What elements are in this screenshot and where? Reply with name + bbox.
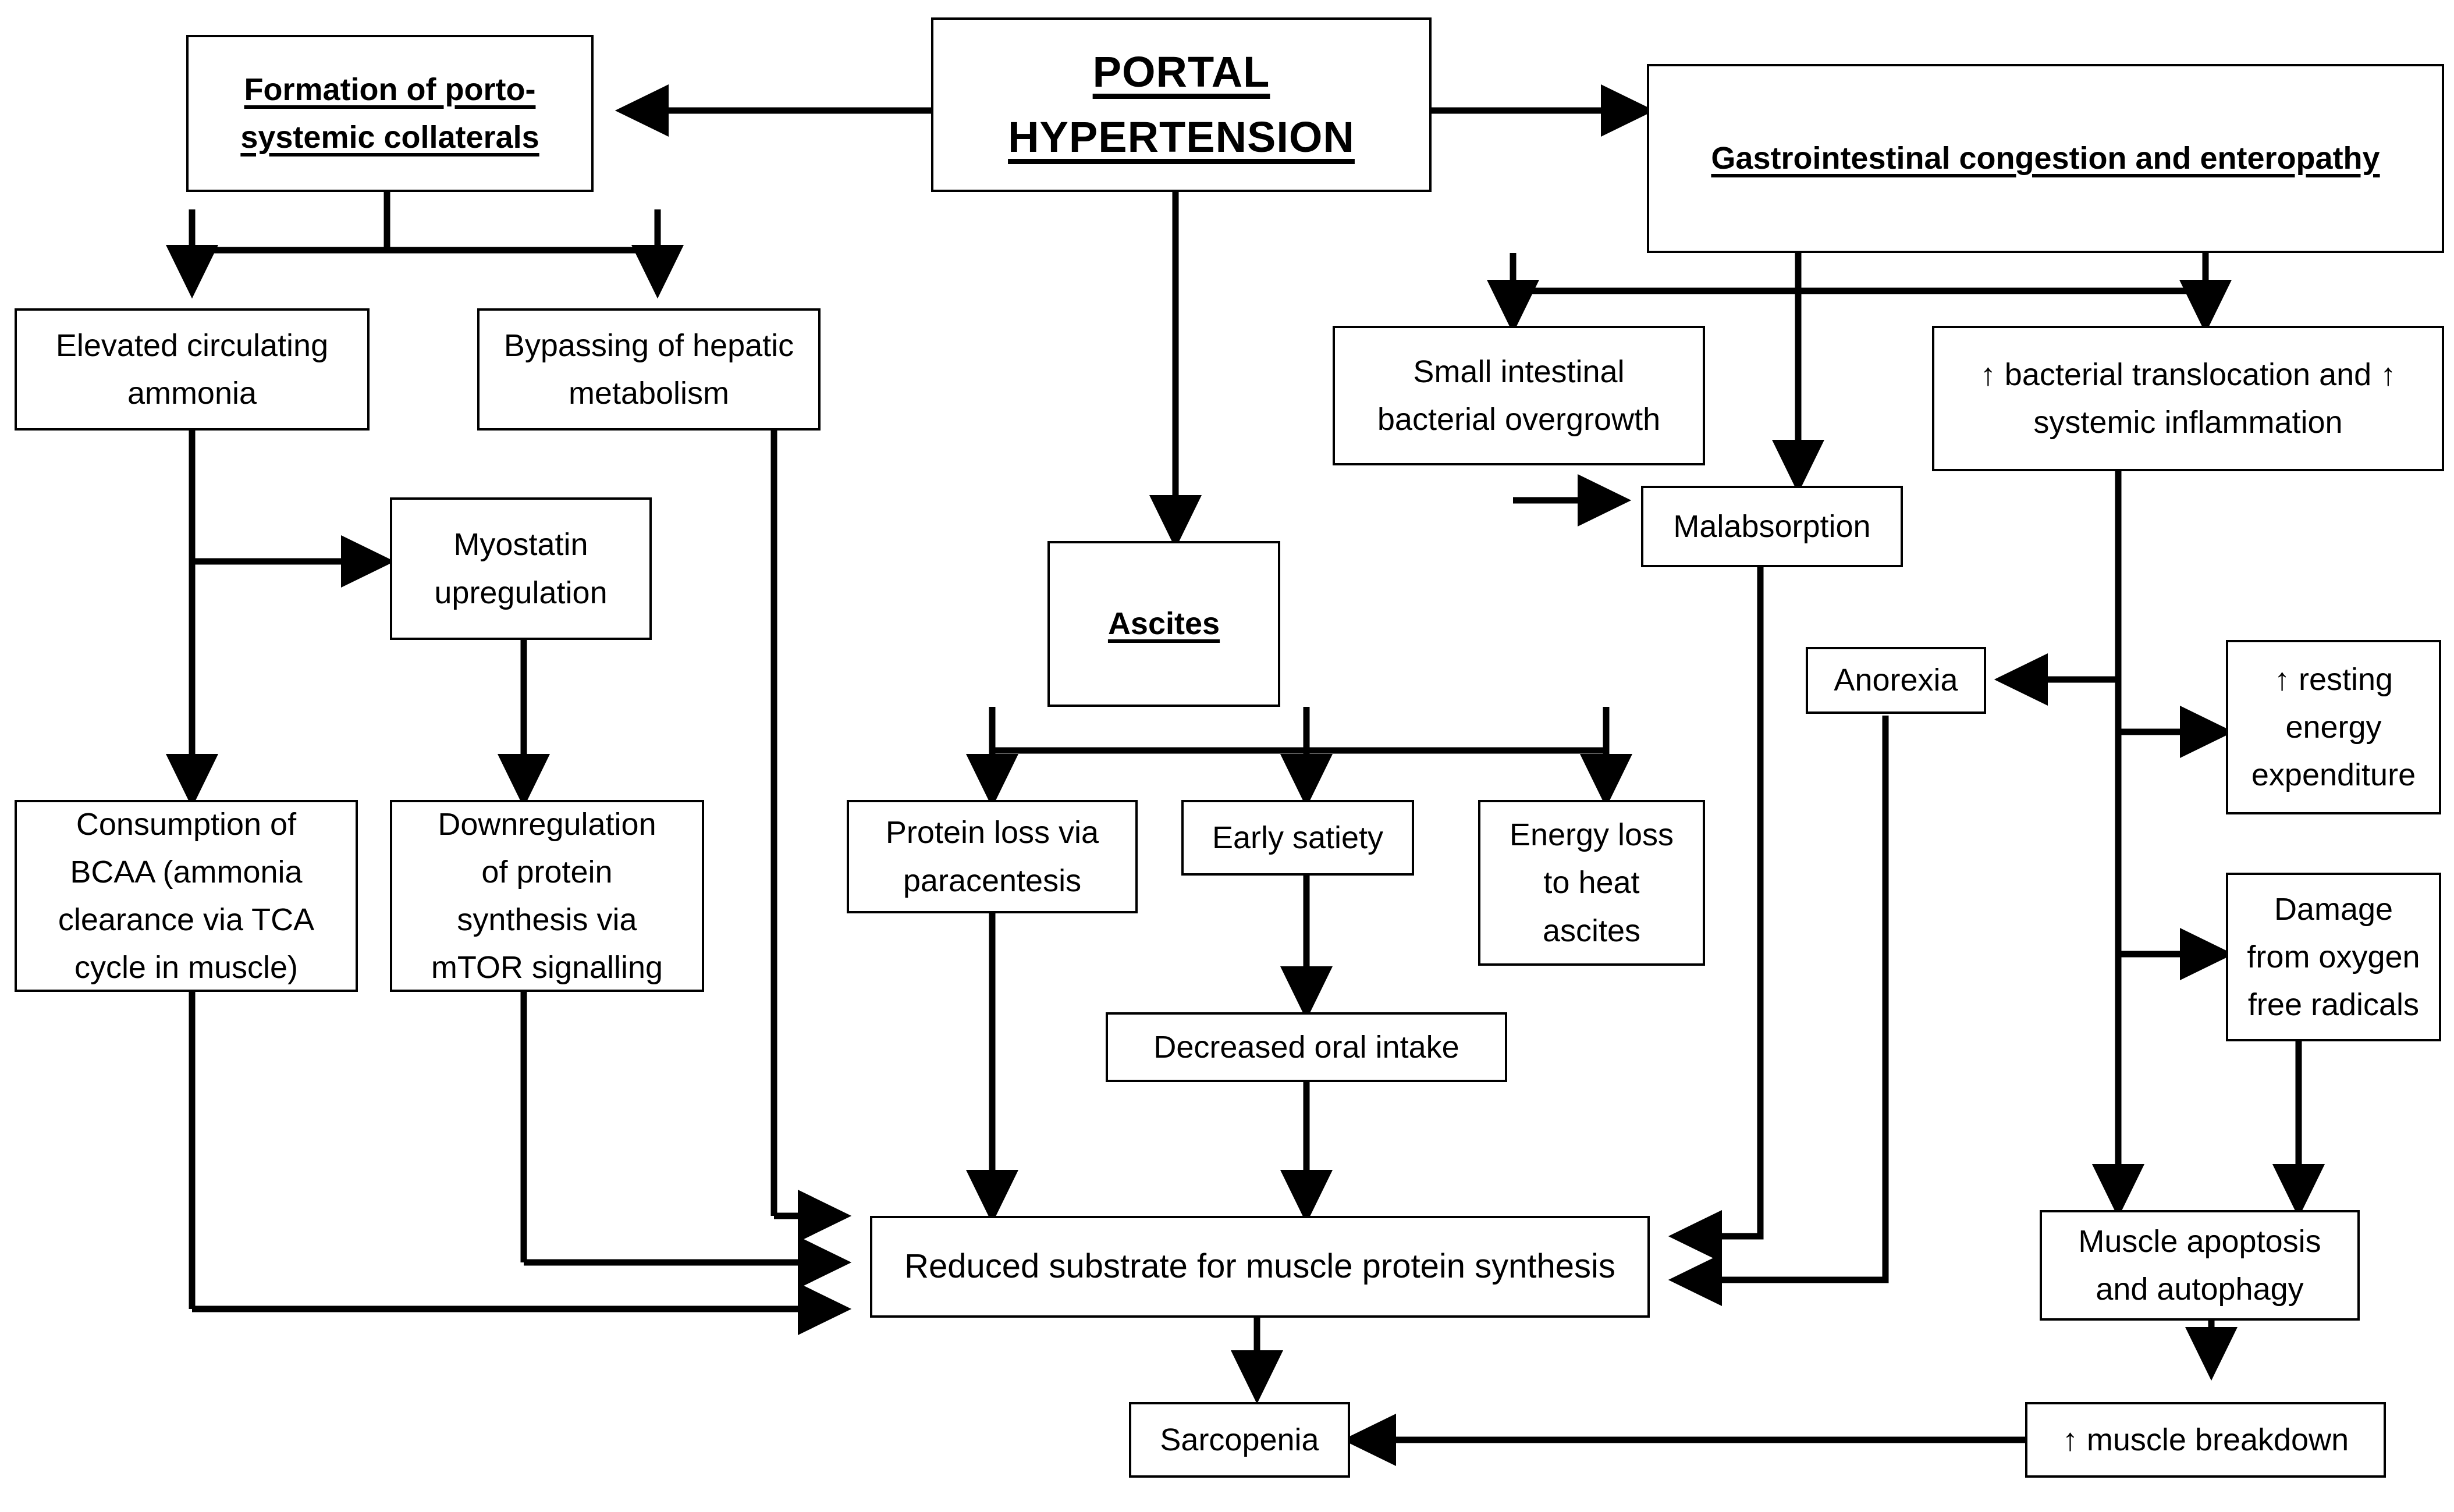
node-elevated-circulating-ammonia[interactable]: Elevated circulating ammonia <box>15 308 370 431</box>
node-small-intestinal-bacterial-overgrowth[interactable]: Small intestinal bacterial overgrowth <box>1333 326 1705 465</box>
node-muscle-apoptosis-and-autophagy[interactable]: Muscle apoptosis and autophagy <box>2040 1210 2360 1321</box>
node-resting-energy-expenditure[interactable]: ↑ resting energy expenditure <box>2226 640 2441 814</box>
node-decreased-oral-intake[interactable]: Decreased oral intake <box>1106 1012 1507 1082</box>
node-gastrointestinal-congestion[interactable]: Gastrointestinal congestion and enteropa… <box>1647 64 2444 253</box>
node-bacterial-translocation[interactable]: ↑ bacterial translocation and ↑ systemic… <box>1932 326 2444 471</box>
node-bypassing-hepatic-metabolism[interactable]: Bypassing of hepatic metabolism <box>477 308 821 431</box>
node-consumption-of-bcaa[interactable]: Consumption of BCAA (ammonia clearance v… <box>15 800 358 992</box>
node-reduced-substrate-muscle-protein-synthesis[interactable]: Reduced substrate for muscle protein syn… <box>870 1216 1650 1318</box>
node-portal-hypertension[interactable]: PORTAL HYPERTENSION <box>931 17 1432 192</box>
node-downregulation-protein-synthesis[interactable]: Downregulation of protein synthesis via … <box>390 800 704 992</box>
node-myostatin-upregulation[interactable]: Myostatin upregulation <box>390 497 652 640</box>
node-energy-loss-to-heat-ascites[interactable]: Energy loss to heat ascites <box>1478 800 1705 966</box>
node-malabsorption[interactable]: Malabsorption <box>1641 486 1903 567</box>
node-sarcopenia[interactable]: Sarcopenia <box>1129 1402 1350 1478</box>
node-anorexia[interactable]: Anorexia <box>1806 647 1986 714</box>
node-muscle-breakdown[interactable]: ↑ muscle breakdown <box>2025 1402 2386 1478</box>
node-early-satiety[interactable]: Early satiety <box>1181 800 1414 876</box>
node-damage-oxygen-free-radicals[interactable]: Damage from oxygen free radicals <box>2226 873 2441 1041</box>
node-formation-of-portosystemic-collaterals[interactable]: Formation of porto- systemic collaterals <box>186 35 594 192</box>
node-ascites[interactable]: Ascites <box>1047 541 1280 707</box>
node-protein-loss-via-paracentesis[interactable]: Protein loss via paracentesis <box>847 800 1138 913</box>
